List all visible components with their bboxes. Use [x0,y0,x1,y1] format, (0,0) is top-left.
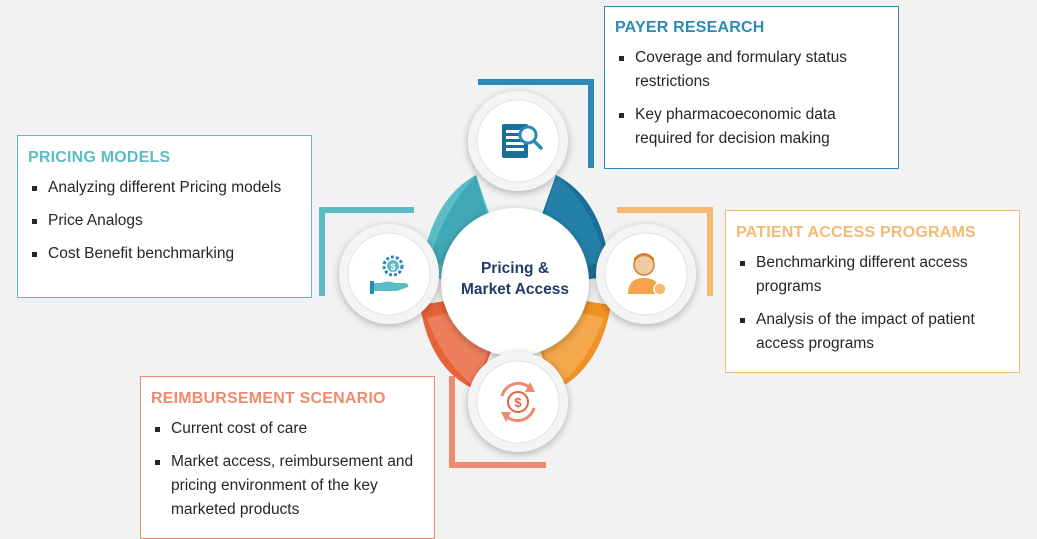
bullet-list: Current cost of care Market access, reim… [151,417,424,522]
bullet-list: Benchmarking different access programs A… [736,251,1009,356]
panel-title: PATIENT ACCESS PROGRAMS [736,224,976,241]
panel-title: REIMBURSEMENT SCENARIO [151,390,386,407]
panel-reimbursement: REIMBURSEMENT SCENARIO Current cost of c… [140,376,435,539]
bullet-item: Analyzing different Pricing models [28,176,301,200]
connector-payer [478,79,594,168]
bullet-item: Current cost of care [151,417,424,441]
panel-payer-research: PAYER RESEARCH Coverage and formulary st… [604,6,899,169]
bullet-item: Key pharmacoeconomic data required for d… [615,103,888,151]
svg-text:$: $ [390,262,395,272]
panel-title: PRICING MODELS [28,149,171,166]
bullet-list: Analyzing different Pricing models Price… [28,176,301,266]
bullet-item: Analysis of the impact of patient access… [736,308,1009,356]
bullet-list: Coverage and formulary status restrictio… [615,46,888,151]
bullet-item: Market access, reimbursement and pricing… [151,450,424,522]
hand-coin-gear-icon: $ [370,255,409,294]
connector-pricing [319,207,414,296]
center-title-line2: Market Access [461,281,569,298]
dollar-cycle-icon: $ [500,381,536,423]
center-title-line1: Pricing & [480,260,550,277]
panel-title: PAYER RESEARCH [615,19,765,36]
node-pricing [339,224,439,324]
connector-reimbursement [449,376,546,468]
panel-pricing-models: PRICING MODELS Analyzing different Prici… [17,135,312,298]
panel-patient-access: PATIENT ACCESS PROGRAMS Benchmarking dif… [725,210,1020,373]
bullet-item: Coverage and formulary status restrictio… [615,46,888,94]
connector-patient [617,207,713,296]
bullet-item: Benchmarking different access programs [736,251,1009,299]
bullet-item: Price Analogs [28,209,301,233]
document-search-icon [502,124,543,158]
bullet-item: Cost Benefit benchmarking [28,242,301,266]
patient-user-icon [628,253,667,296]
svg-text:$: $ [514,395,522,410]
center-title: Pricing & Market Access [440,258,590,300]
center-circle [441,208,589,356]
